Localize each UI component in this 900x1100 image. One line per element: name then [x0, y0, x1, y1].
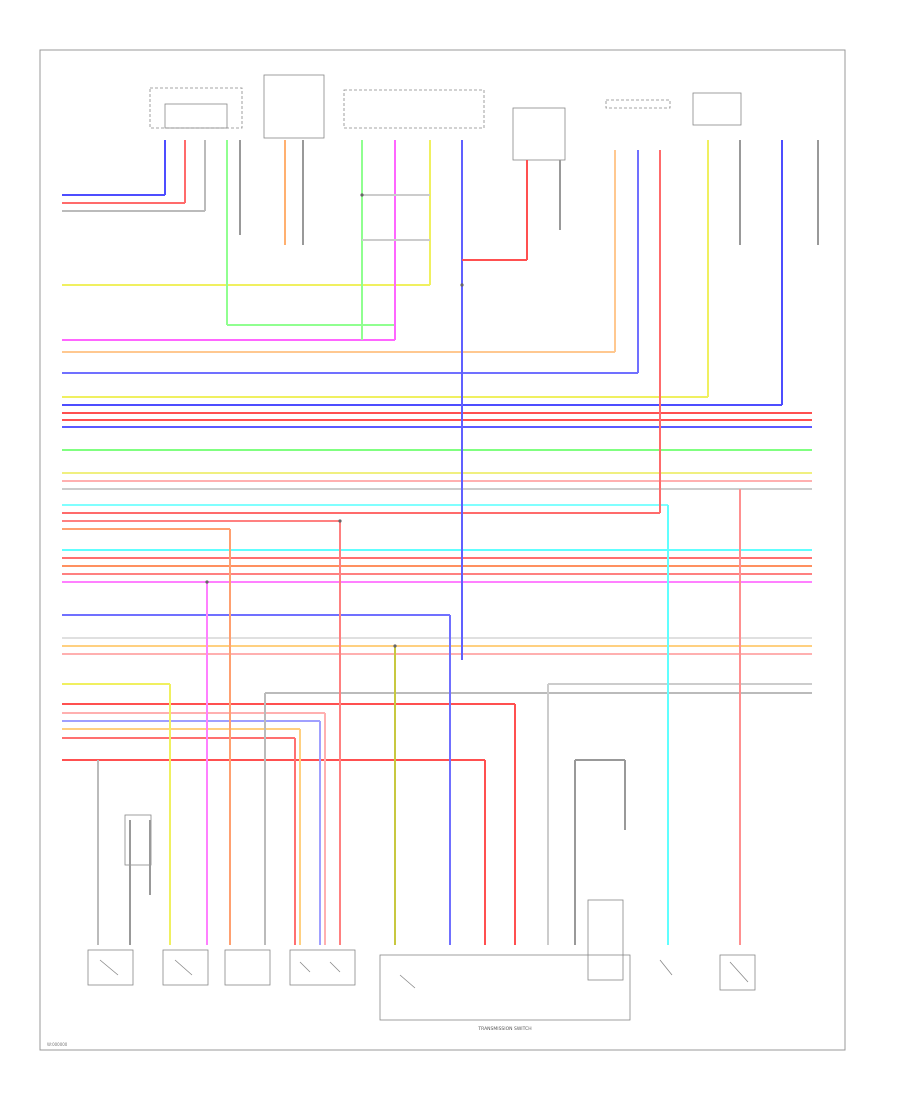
diagram-code: W:000000 [47, 1042, 68, 1047]
transmission-switch-label: TRANSMISSION SWITCH [477, 1026, 531, 1032]
top-connectors [124, 74, 742, 866]
bottom-components [87, 899, 756, 1021]
vertical-wires [97, 140, 819, 945]
horizontal-wires [62, 194, 812, 761]
splice-points [205, 193, 464, 648]
diagram-border [39, 49, 846, 1051]
